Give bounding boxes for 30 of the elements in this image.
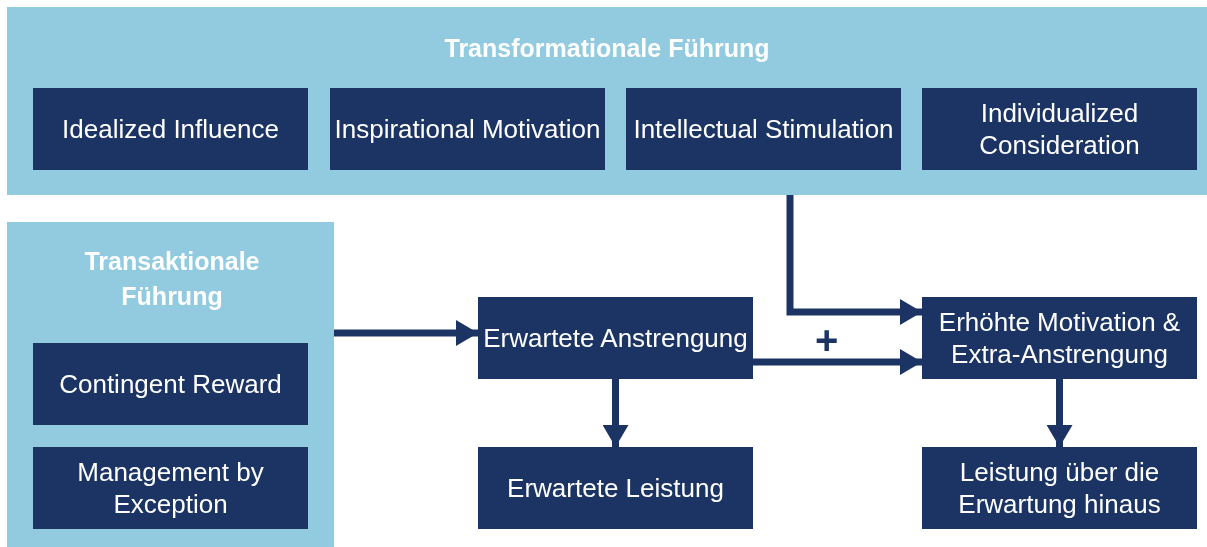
concept-box <box>33 447 308 529</box>
group-panel <box>7 222 334 547</box>
plus-sign: + <box>815 320 839 360</box>
arrow <box>334 320 478 346</box>
panel-title: Transaktionale Führung <box>83 246 261 312</box>
concept-box <box>922 88 1197 170</box>
box-label: Erhöhte Motivation & Extra-Anstrengung <box>937 305 1182 371</box>
concept-box <box>922 297 1197 379</box>
box-label: Idealized Influence <box>62 112 279 146</box>
concept-box <box>478 297 753 379</box>
concept-box <box>626 88 901 170</box>
panel-title: Transformationale Führung <box>443 33 771 64</box>
group-panel <box>7 7 1207 195</box>
box-label: Contingent Reward <box>59 367 282 401</box>
box-label: Leistung über die Erwartung hinaus <box>957 455 1162 521</box>
concept-box <box>478 447 753 529</box>
box-label: Erwartete Anstrengung <box>483 321 748 355</box>
concept-box <box>922 447 1197 529</box>
box-label: Management by Exception <box>76 455 265 521</box>
concept-box <box>33 88 308 170</box>
box-label: Erwartete Leistung <box>507 471 724 505</box>
arrow <box>1046 379 1073 447</box>
arrow <box>753 349 922 375</box>
box-label: Individualized Consideration <box>978 96 1141 162</box>
arrow <box>602 379 629 447</box>
box-label: Inspirational Motivation <box>334 112 601 146</box>
concept-box <box>33 343 308 425</box>
box-label: Intellectual Stimulation <box>633 112 894 146</box>
arrow <box>786 195 922 325</box>
concept-box <box>330 88 605 170</box>
